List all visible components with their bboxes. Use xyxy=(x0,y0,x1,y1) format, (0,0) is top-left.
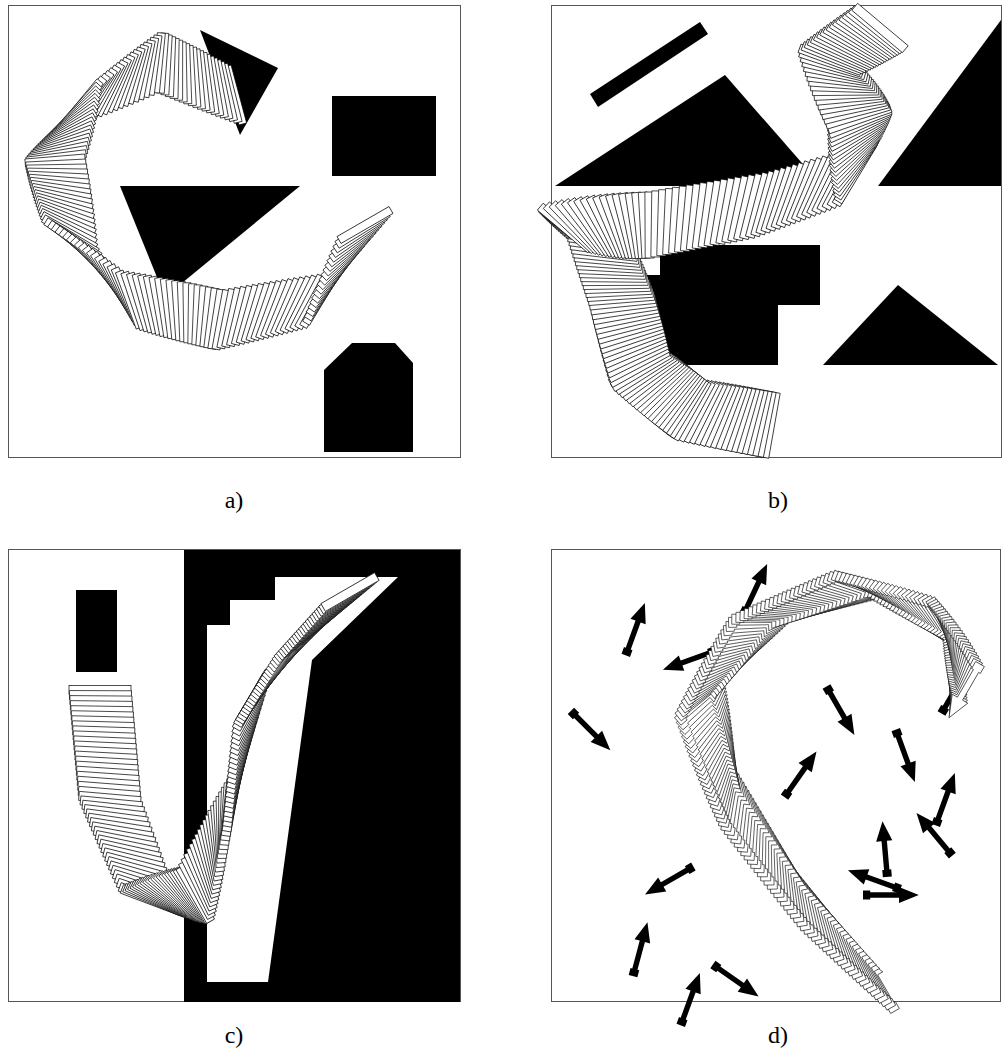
obstacle xyxy=(590,22,708,107)
panel-d xyxy=(552,550,1001,1029)
obstacle xyxy=(823,285,998,365)
panel-label: b) xyxy=(768,487,788,514)
panel-frame xyxy=(9,550,461,1002)
panel-label: c) xyxy=(225,1022,244,1049)
obstacle xyxy=(888,727,922,785)
obstacle xyxy=(928,770,962,828)
obstacle xyxy=(625,920,655,978)
obstacle xyxy=(565,705,616,756)
panel-b xyxy=(537,3,1001,458)
obstacle xyxy=(200,30,278,135)
panel-frame xyxy=(552,6,1002,458)
obstacle xyxy=(874,821,895,878)
panel-frame xyxy=(552,550,1001,1002)
obstacle xyxy=(618,600,652,658)
panel-label: d) xyxy=(768,1022,788,1049)
obstacle xyxy=(778,747,823,802)
panel-label: a) xyxy=(225,487,244,514)
obstacle xyxy=(708,958,763,1003)
obstacle xyxy=(845,863,903,897)
obstacle xyxy=(184,550,460,1002)
obstacle xyxy=(673,970,707,1028)
swept-robot xyxy=(321,573,379,612)
swept-robot xyxy=(337,207,393,244)
panel-c xyxy=(9,550,461,1003)
swept-robot xyxy=(941,660,988,723)
free-corridor xyxy=(207,577,398,982)
panel-a xyxy=(9,6,461,458)
obstacle xyxy=(641,859,697,901)
obstacle xyxy=(863,887,919,903)
obstacle xyxy=(910,808,958,861)
obstacle xyxy=(76,590,117,672)
swept-robot xyxy=(852,3,908,52)
panel-frame xyxy=(9,6,461,458)
obstacle xyxy=(819,683,861,739)
obstacle xyxy=(332,96,436,176)
obstacle xyxy=(324,343,413,452)
